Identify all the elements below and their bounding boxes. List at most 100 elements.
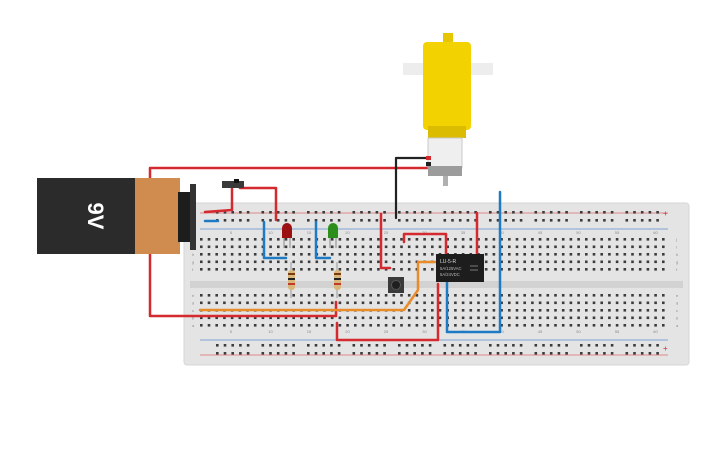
breadboard-hole[interactable] (534, 344, 538, 347)
breadboard-hole[interactable] (585, 309, 588, 312)
breadboard-hole[interactable] (407, 324, 411, 327)
breadboard-hole[interactable] (423, 316, 426, 320)
breadboard-hole[interactable] (269, 294, 272, 297)
breadboard-hole[interactable] (443, 219, 447, 222)
breadboard-hole[interactable] (577, 309, 580, 312)
breadboard-hole[interactable] (431, 253, 434, 256)
breadboard-hole[interactable] (474, 352, 477, 355)
breadboard-hole[interactable] (500, 294, 503, 297)
breadboard-hole[interactable] (216, 352, 219, 355)
breadboard-hole[interactable] (615, 309, 619, 312)
breadboard-hole[interactable] (508, 294, 511, 297)
breadboard-hole[interactable] (338, 294, 342, 297)
breadboard-hole[interactable] (375, 352, 379, 355)
breadboard-hole[interactable] (600, 260, 603, 264)
breadboard-hole[interactable] (352, 344, 356, 347)
breadboard-hole[interactable] (392, 238, 396, 241)
breadboard-hole[interactable] (377, 316, 380, 320)
breadboard-hole[interactable] (523, 238, 526, 241)
breadboard-hole[interactable] (238, 268, 242, 271)
breadboard-hole[interactable] (477, 238, 480, 241)
breadboard-hole[interactable] (577, 238, 580, 241)
breadboard-hole[interactable] (500, 253, 503, 256)
breadboard-hole[interactable] (307, 294, 311, 297)
breadboard-hole[interactable] (549, 352, 553, 355)
breadboard-hole[interactable] (519, 344, 523, 347)
breadboard-hole[interactable] (367, 344, 371, 347)
breadboard-hole[interactable] (656, 352, 659, 355)
breadboard-hole[interactable] (346, 294, 349, 297)
breadboard-hole[interactable] (523, 245, 526, 249)
breadboard-hole[interactable] (466, 352, 470, 355)
breadboard-hole[interactable] (200, 245, 203, 249)
breadboard-hole[interactable] (477, 245, 480, 249)
breadboard-hole[interactable] (633, 219, 636, 222)
breadboard-hole[interactable] (585, 238, 588, 241)
breadboard-hole[interactable] (592, 238, 596, 241)
breadboard-hole[interactable] (354, 245, 357, 249)
breadboard-hole[interactable] (519, 211, 523, 214)
breadboard-hole[interactable] (458, 219, 462, 222)
breadboard-hole[interactable] (531, 301, 534, 305)
breadboard-hole[interactable] (512, 344, 515, 347)
breadboard-hole[interactable] (610, 219, 614, 222)
breadboard-hole[interactable] (633, 352, 636, 355)
breadboard-hole[interactable] (423, 301, 426, 305)
breadboard-hole[interactable] (592, 245, 596, 249)
breadboard-hole[interactable] (207, 301, 211, 305)
breadboard-hole[interactable] (656, 219, 659, 222)
breadboard-hole[interactable] (461, 309, 465, 312)
breadboard-hole[interactable] (253, 294, 257, 297)
breadboard-hole[interactable] (377, 324, 380, 327)
breadboard-hole[interactable] (215, 316, 218, 320)
breadboard-hole[interactable] (623, 253, 627, 256)
breadboard-hole[interactable] (608, 245, 611, 249)
breadboard-hole[interactable] (443, 344, 447, 347)
breadboard-hole[interactable] (515, 238, 519, 241)
breadboard-hole[interactable] (585, 260, 588, 264)
breadboard-hole[interactable] (377, 245, 380, 249)
breadboard-hole[interactable] (314, 352, 318, 355)
breadboard-hole[interactable] (603, 344, 606, 347)
breadboard-hole[interactable] (623, 260, 627, 264)
breadboard-hole[interactable] (587, 344, 591, 347)
breadboard-hole[interactable] (438, 238, 442, 241)
breadboard-hole[interactable] (269, 316, 272, 320)
breadboard-hole[interactable] (538, 245, 542, 249)
breadboard-hole[interactable] (246, 219, 250, 222)
breadboard-hole[interactable] (633, 344, 636, 347)
breadboard-hole[interactable] (330, 211, 333, 214)
breadboard-hole[interactable] (500, 324, 503, 327)
breadboard-hole[interactable] (538, 294, 542, 297)
breadboard-hole[interactable] (523, 294, 526, 297)
breadboard-hole[interactable] (400, 260, 403, 264)
breadboard-hole[interactable] (284, 294, 288, 297)
breadboard-hole[interactable] (461, 324, 465, 327)
breadboard-hole[interactable] (383, 344, 386, 347)
breadboard-hole[interactable] (261, 268, 265, 271)
breadboard-hole[interactable] (623, 245, 627, 249)
breadboard-hole[interactable] (508, 253, 511, 256)
breadboard-hole[interactable] (405, 211, 409, 214)
breadboard-hole[interactable] (662, 238, 665, 241)
breadboard-hole[interactable] (569, 301, 573, 305)
breadboard-hole[interactable] (557, 352, 561, 355)
breadboard-hole[interactable] (428, 352, 432, 355)
breadboard-hole[interactable] (454, 309, 457, 312)
breadboard-hole[interactable] (276, 344, 280, 347)
breadboard-hole[interactable] (538, 324, 542, 327)
breadboard-hole[interactable] (292, 245, 295, 249)
breadboard-hole[interactable] (392, 245, 396, 249)
breadboard-hole[interactable] (253, 238, 257, 241)
breadboard-hole[interactable] (592, 253, 596, 256)
breadboard-hole[interactable] (338, 316, 342, 320)
breadboard-hole[interactable] (269, 260, 272, 264)
breadboard-hole[interactable] (592, 309, 596, 312)
breadboard-hole[interactable] (492, 324, 496, 327)
breadboard-hole[interactable] (640, 219, 644, 222)
breadboard-hole[interactable] (407, 309, 411, 312)
breadboard-hole[interactable] (538, 238, 542, 241)
breadboard-hole[interactable] (648, 219, 652, 222)
breadboard-hole[interactable] (239, 219, 242, 222)
breadboard-hole[interactable] (284, 211, 288, 214)
